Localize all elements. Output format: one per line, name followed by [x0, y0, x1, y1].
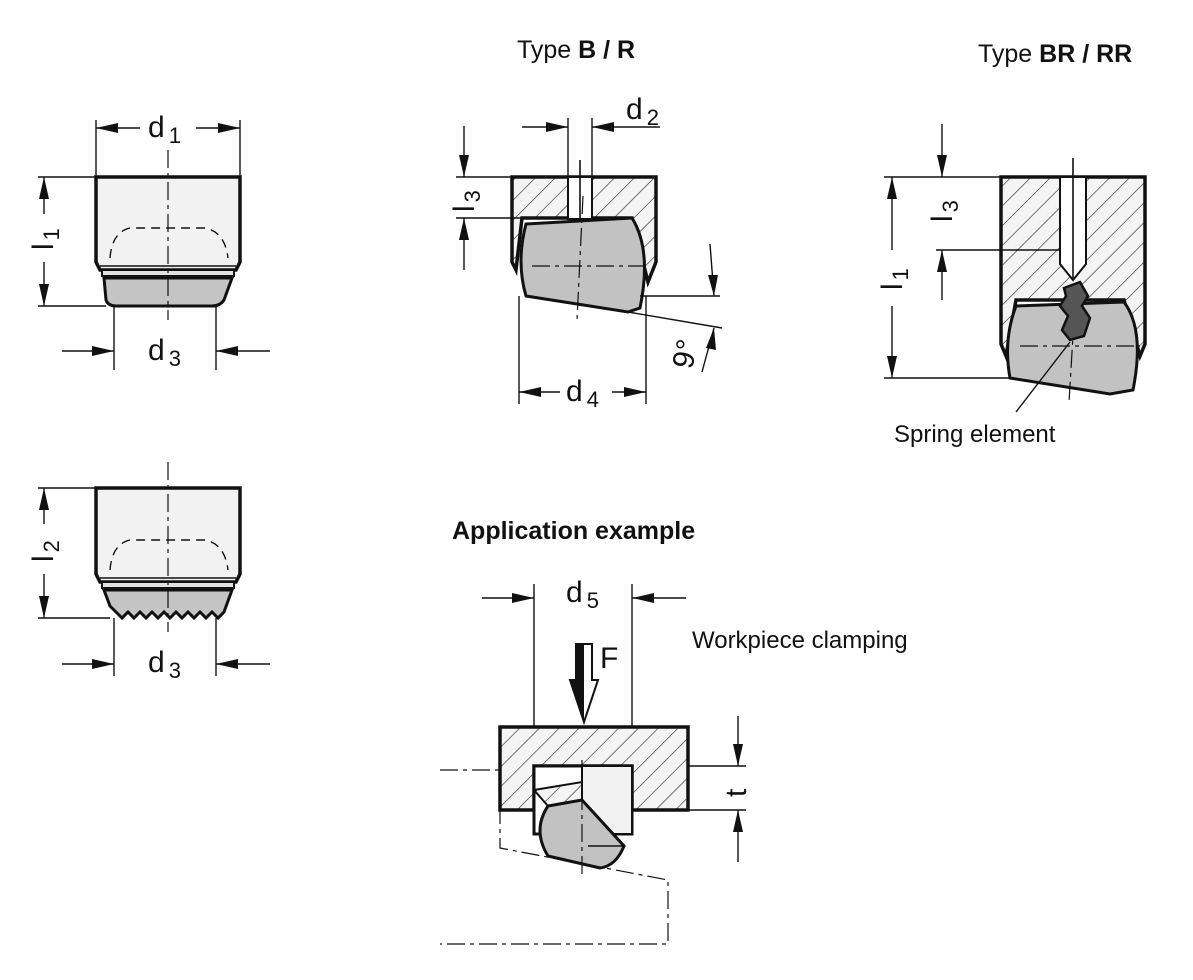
dim-l3-type-br-rr: l3 [926, 200, 963, 222]
title-type-br-rr: Type BR / RR [978, 40, 1132, 68]
dim-l1-right: l1 [876, 268, 913, 290]
pad-serrated-view [38, 462, 270, 676]
title-application-example: Application example [452, 517, 695, 545]
dim-l1-left: l1 [27, 228, 64, 250]
type-br-rr-view [884, 124, 1147, 413]
title-type-b-r: Type B / R [517, 36, 635, 64]
dim-l3-type-b-r: l3 [448, 190, 485, 212]
pad-smooth-view [38, 120, 270, 370]
dim-l2: l2 [27, 540, 64, 562]
label-force: F [600, 642, 618, 675]
note-spring-element: Spring element [894, 421, 1056, 448]
dim-angle: 9° [667, 337, 705, 372]
note-workpiece-clamping: Workpiece clamping [692, 627, 908, 654]
dim-t: t [720, 788, 753, 797]
type-b-r-view [456, 118, 723, 404]
application-example-view [440, 584, 746, 945]
